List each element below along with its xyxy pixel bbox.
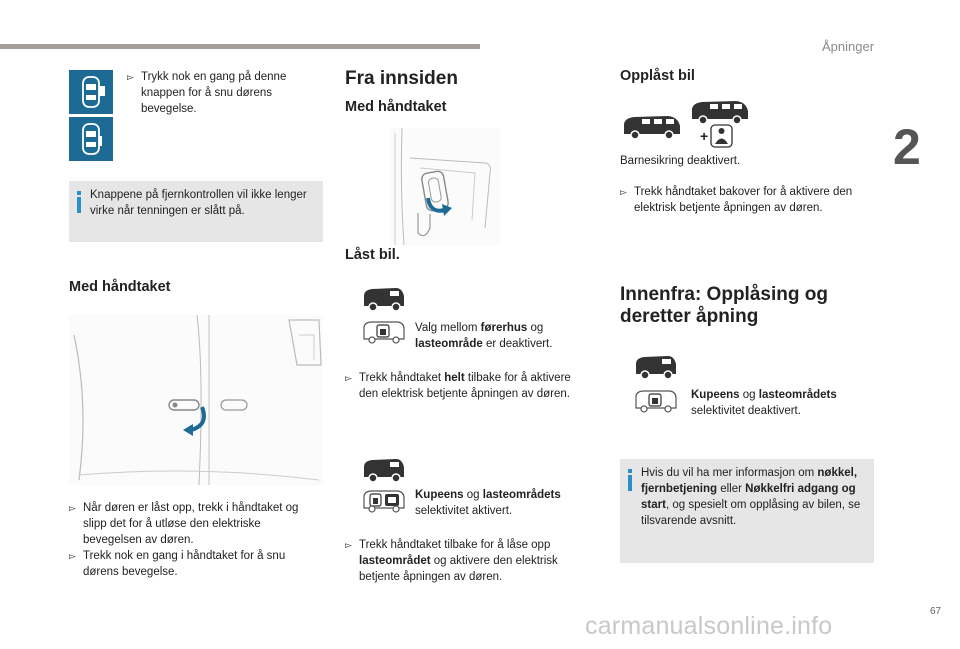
header-bar: [0, 44, 480, 49]
selectivity-disabled-text: Valg mellom førerhus og lasteområde er d…: [415, 322, 553, 350]
svg-text:+: +: [700, 128, 708, 144]
section-heading-locked: Låst bil.: [345, 247, 400, 263]
section-heading-handle-inside: Med håndtaket: [345, 99, 447, 115]
exterior-handle-illustration: [69, 314, 323, 486]
van-icon: [362, 455, 406, 483]
info-box-remote: Knappene på fjernkontrollen vil ikke len…: [69, 181, 323, 242]
watermark: carmanualsonline.info: [585, 612, 833, 640]
info-icon: [628, 469, 632, 491]
section-heading-handle: Med håndtaket: [69, 279, 171, 295]
child-lock-status: Barnesikring deaktivert.: [620, 155, 741, 167]
section-title-unlock-open: Innenfra: Opplåsing og deretter åpning: [620, 284, 828, 327]
step-pull-fully: ▻ Trekk håndtaket helt tilbake for å akt…: [345, 372, 571, 400]
section-title-inside: Fra innsiden: [345, 68, 458, 89]
lock-zone-icon: [362, 319, 406, 345]
van-icon: [634, 352, 678, 380]
selective-lock-icon: [362, 488, 406, 514]
bullet-icon: ▻: [69, 503, 76, 513]
bullet-icon: ▻: [345, 373, 352, 383]
door-open-button-icon: [69, 117, 113, 161]
step-unlock-cargo: ▻ Trekk håndtaket tilbake for å låse opp…: [345, 539, 558, 583]
page-number: 67: [930, 606, 942, 617]
section-heading-unlocked: Opplåst bil: [620, 68, 695, 84]
lock-zone-icon: [634, 388, 678, 414]
step-pull-back: ▻ Trekk håndtaket bakover for å aktivere…: [620, 186, 853, 214]
chapter-number: 2: [893, 119, 921, 175]
bullet-icon: ▻: [620, 187, 627, 197]
interior-handle-illustration: [390, 127, 500, 246]
van-side-icon: [690, 97, 750, 125]
door-close-button-icon: [69, 70, 113, 114]
van-side-icon: [622, 112, 682, 140]
van-icon: [362, 284, 406, 312]
child-lock-icon: +: [700, 124, 734, 148]
steps-exterior-handle: ▻ Når døren er låst opp, trekk i håndtak…: [69, 502, 299, 578]
section-title: Åpninger: [822, 39, 875, 54]
bullet-icon: ▻: [127, 72, 134, 82]
info-box-more: Hvis du vil ha mer informasjon om nøkkel…: [620, 459, 874, 563]
bullet-icon: ▻: [69, 551, 76, 561]
info-icon: [77, 191, 81, 213]
bullet-icon: ▻: [345, 540, 352, 550]
step-reverse-button: ▻ Trykk nok en gang på denne knappen for…: [127, 71, 287, 115]
